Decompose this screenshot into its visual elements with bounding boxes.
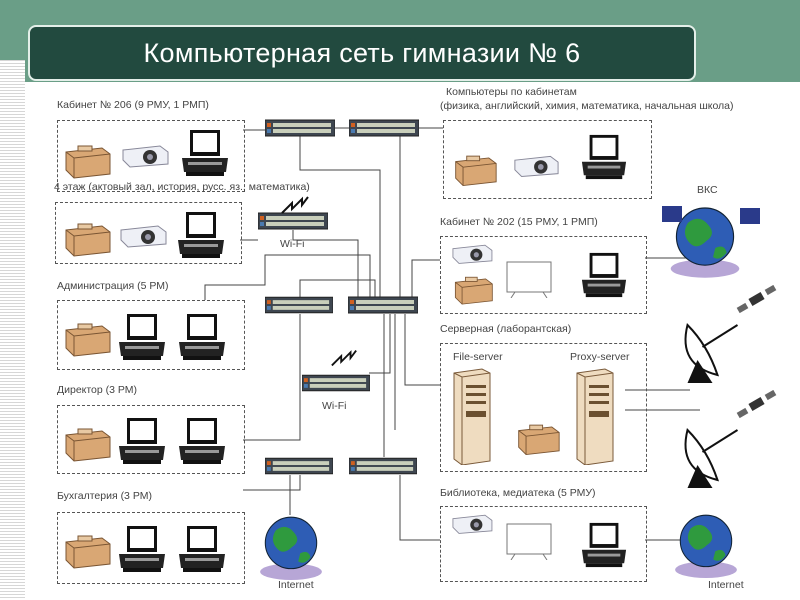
library-box — [440, 506, 647, 582]
internet-globe-icon — [259, 516, 323, 581]
classes-list-label: (физика, английский, химия, математика, … — [440, 100, 734, 112]
admin-box — [57, 300, 245, 370]
switch-icon — [265, 457, 333, 475]
floor4-box — [55, 202, 242, 264]
room-202-label: Кабинет № 202 (15 РМУ, 1 РМП) — [440, 216, 598, 228]
floor4-label: 4 этаж (актовый зал, история, русс. яз.,… — [54, 181, 310, 193]
decorative-stripes — [0, 60, 25, 600]
vks-label: ВКС — [697, 184, 718, 196]
classes-title-label: Компьютеры по кабинетам — [446, 86, 577, 98]
room-206-box — [57, 120, 245, 192]
vks-screen-icon — [662, 206, 682, 222]
switch-icon — [349, 457, 417, 475]
page-title: Компьютерная сеть гимназии № 6 — [143, 37, 581, 68]
satellite-dish-icon — [684, 285, 778, 385]
server-room-label: Серверная (лаборантская) — [440, 323, 572, 335]
internet-globe-icon — [674, 514, 738, 579]
proxy-server-label: Proxy-server — [570, 351, 630, 363]
classes-box — [443, 120, 652, 199]
file-server-label: File-server — [453, 351, 503, 363]
server-room-box — [440, 343, 647, 472]
vks-screen-icon — [740, 208, 760, 224]
admin-label: Администрация (5 РМ) — [57, 280, 169, 292]
switch-icon — [265, 119, 335, 137]
wifi-switch-icon — [302, 374, 370, 392]
satellite-dish-icon — [684, 390, 778, 490]
internet-label: Internet — [278, 579, 314, 591]
internet-label: Internet — [708, 579, 744, 591]
room-206-label: Кабинет № 206 (9 РМУ, 1 РМП) — [57, 99, 209, 111]
wireless-signal-icon — [330, 349, 358, 367]
title-box: Компьютерная сеть гимназии № 6 — [28, 25, 696, 81]
wifi-label: Wi-Fi — [322, 400, 347, 412]
switch-icon — [349, 119, 419, 137]
director-box — [57, 405, 245, 474]
network-cables — [204, 127, 700, 541]
switch-icon — [348, 296, 418, 314]
room-202-box — [440, 236, 647, 314]
wifi-label: Wi-Fi — [280, 238, 305, 250]
wireless-signal-icon — [281, 196, 309, 214]
devices — [65, 119, 778, 581]
library-label: Библиотека, медиатека (5 РМУ) — [440, 487, 596, 499]
director-label: Директор (3 РМ) — [57, 384, 138, 396]
accounting-box — [57, 512, 245, 584]
switch-icon — [265, 296, 333, 314]
wifi-switch-icon — [258, 212, 328, 230]
accounting-label: Бухгалтерия (3 РМ) — [57, 490, 152, 502]
